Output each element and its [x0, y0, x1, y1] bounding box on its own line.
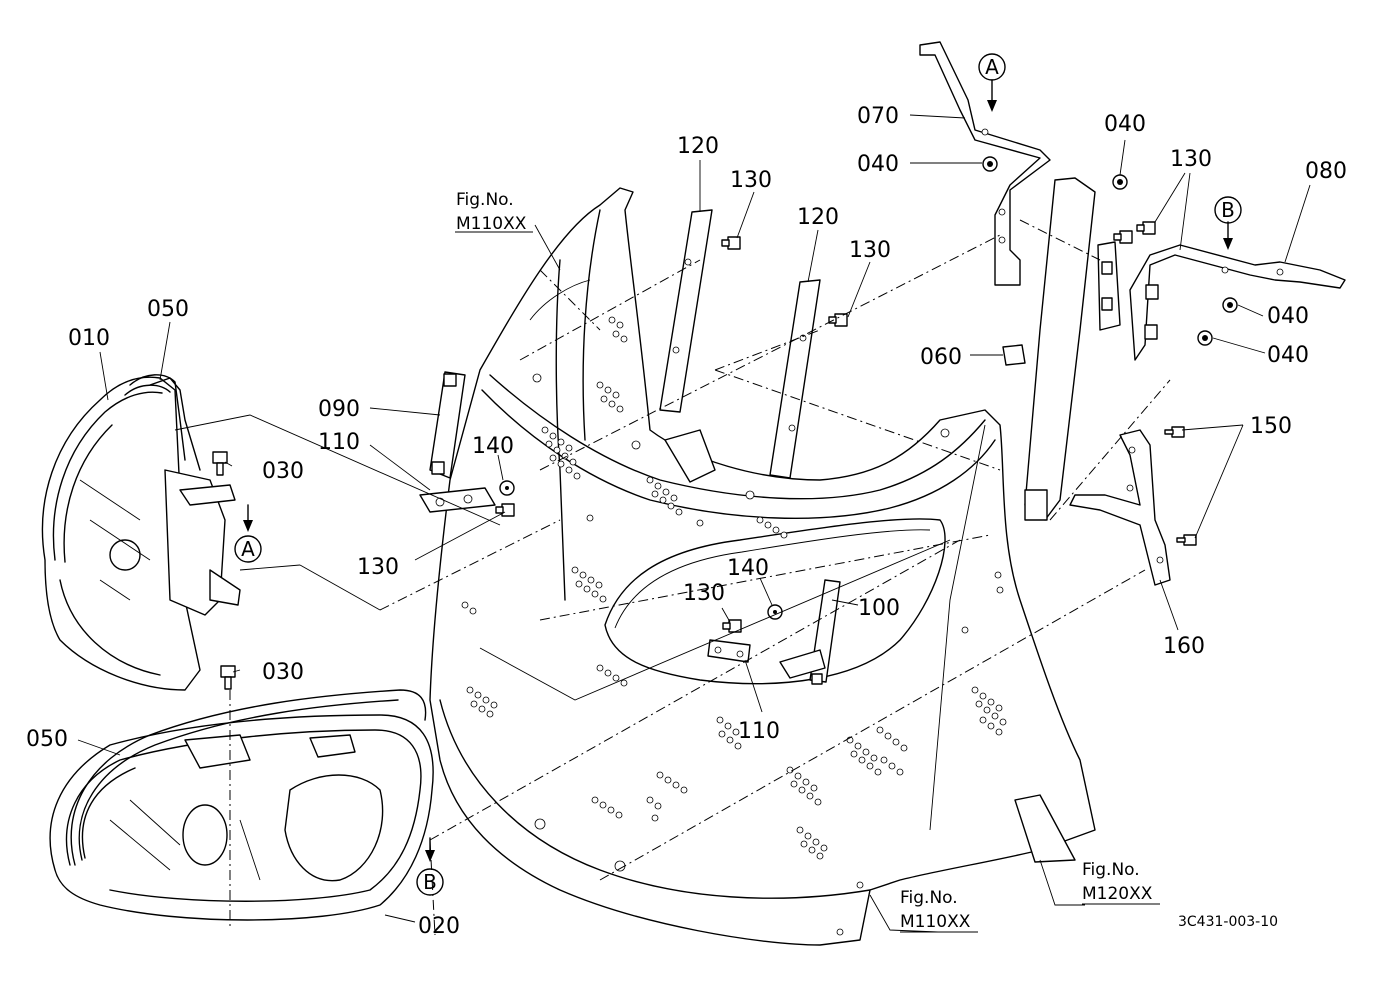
- fig-reference-bottom-right: Fig.No. M120XX: [1082, 860, 1153, 904]
- label-010: 010: [68, 326, 110, 351]
- strip-120-right: [769, 279, 821, 479]
- label-130-top-right: 130: [1170, 147, 1212, 172]
- svg-text:M110XX: M110XX: [456, 214, 527, 234]
- svg-text:B: B: [423, 870, 437, 894]
- svg-text:M110XX: M110XX: [900, 912, 971, 932]
- marker-a-left: A: [234, 535, 262, 563]
- fig-reference-top: Fig.No. M110XX: [456, 190, 527, 234]
- leader-lines: [77, 114, 1311, 933]
- bracket-090: [429, 371, 466, 479]
- gasket-050-top: [124, 374, 186, 461]
- marker-b-bottom: B: [416, 868, 444, 896]
- plate-right: [1097, 241, 1121, 331]
- assembly-lines: [174, 219, 1171, 936]
- label-110-left: 110: [318, 430, 360, 455]
- label-030-bottom: 030: [262, 660, 304, 685]
- bracket-vertical: [1024, 177, 1096, 521]
- clip-060: [1002, 344, 1026, 366]
- headlamp-020: [49, 714, 434, 921]
- label-040-right-lower: 040: [1267, 343, 1309, 368]
- label-130-top-left: 130: [730, 168, 772, 193]
- front-grille-cover: [429, 187, 1096, 946]
- label-040-top: 040: [1104, 112, 1146, 137]
- drawing-code: 3C431-003-10: [1178, 914, 1278, 930]
- label-050-top: 050: [147, 297, 189, 322]
- svg-text:Fig.No.: Fig.No.: [900, 888, 958, 908]
- label-060: 060: [920, 345, 962, 370]
- marker-a-top: A: [978, 53, 1006, 81]
- label-130-top-mid: 130: [849, 238, 891, 263]
- bracket-070: [919, 41, 1051, 286]
- label-050-bottom: 050: [26, 727, 68, 752]
- label-100: 100: [858, 596, 900, 621]
- label-130-mid: 130: [683, 581, 725, 606]
- svg-text:Fig.No.: Fig.No.: [1082, 860, 1140, 880]
- grille-mesh: [461, 316, 1007, 860]
- fasteners: [212, 156, 1238, 690]
- label-040-left: 040: [857, 152, 899, 177]
- label-150: 150: [1250, 414, 1292, 439]
- label-140-right: 140: [727, 556, 769, 581]
- label-120-right: 120: [797, 205, 839, 230]
- svg-text:B: B: [1221, 198, 1235, 222]
- fig-reference-bottom-center: Fig.No. M110XX: [900, 888, 971, 932]
- label-140-left: 140: [472, 434, 514, 459]
- svg-text:A: A: [241, 537, 255, 561]
- label-090: 090: [318, 397, 360, 422]
- label-110-right: 110: [738, 719, 780, 744]
- arrows: [243, 79, 1233, 862]
- label-030-top: 030: [262, 459, 304, 484]
- label-080: 080: [1305, 159, 1347, 184]
- label-160: 160: [1163, 634, 1205, 659]
- label-120-left: 120: [677, 134, 719, 159]
- svg-text:Fig.No.: Fig.No.: [456, 190, 514, 210]
- label-130-left: 130: [357, 555, 399, 580]
- strip-120-left: [659, 209, 713, 413]
- label-040-right-upper: 040: [1267, 304, 1309, 329]
- label-020: 020: [418, 914, 460, 939]
- bracket-080: [1129, 244, 1346, 361]
- svg-text:A: A: [985, 55, 999, 79]
- bracket-160: [1069, 429, 1171, 586]
- svg-text:M120XX: M120XX: [1082, 884, 1153, 904]
- label-070: 070: [857, 104, 899, 129]
- marker-b-right: B: [1214, 196, 1242, 224]
- headlamp-010: [41, 376, 241, 691]
